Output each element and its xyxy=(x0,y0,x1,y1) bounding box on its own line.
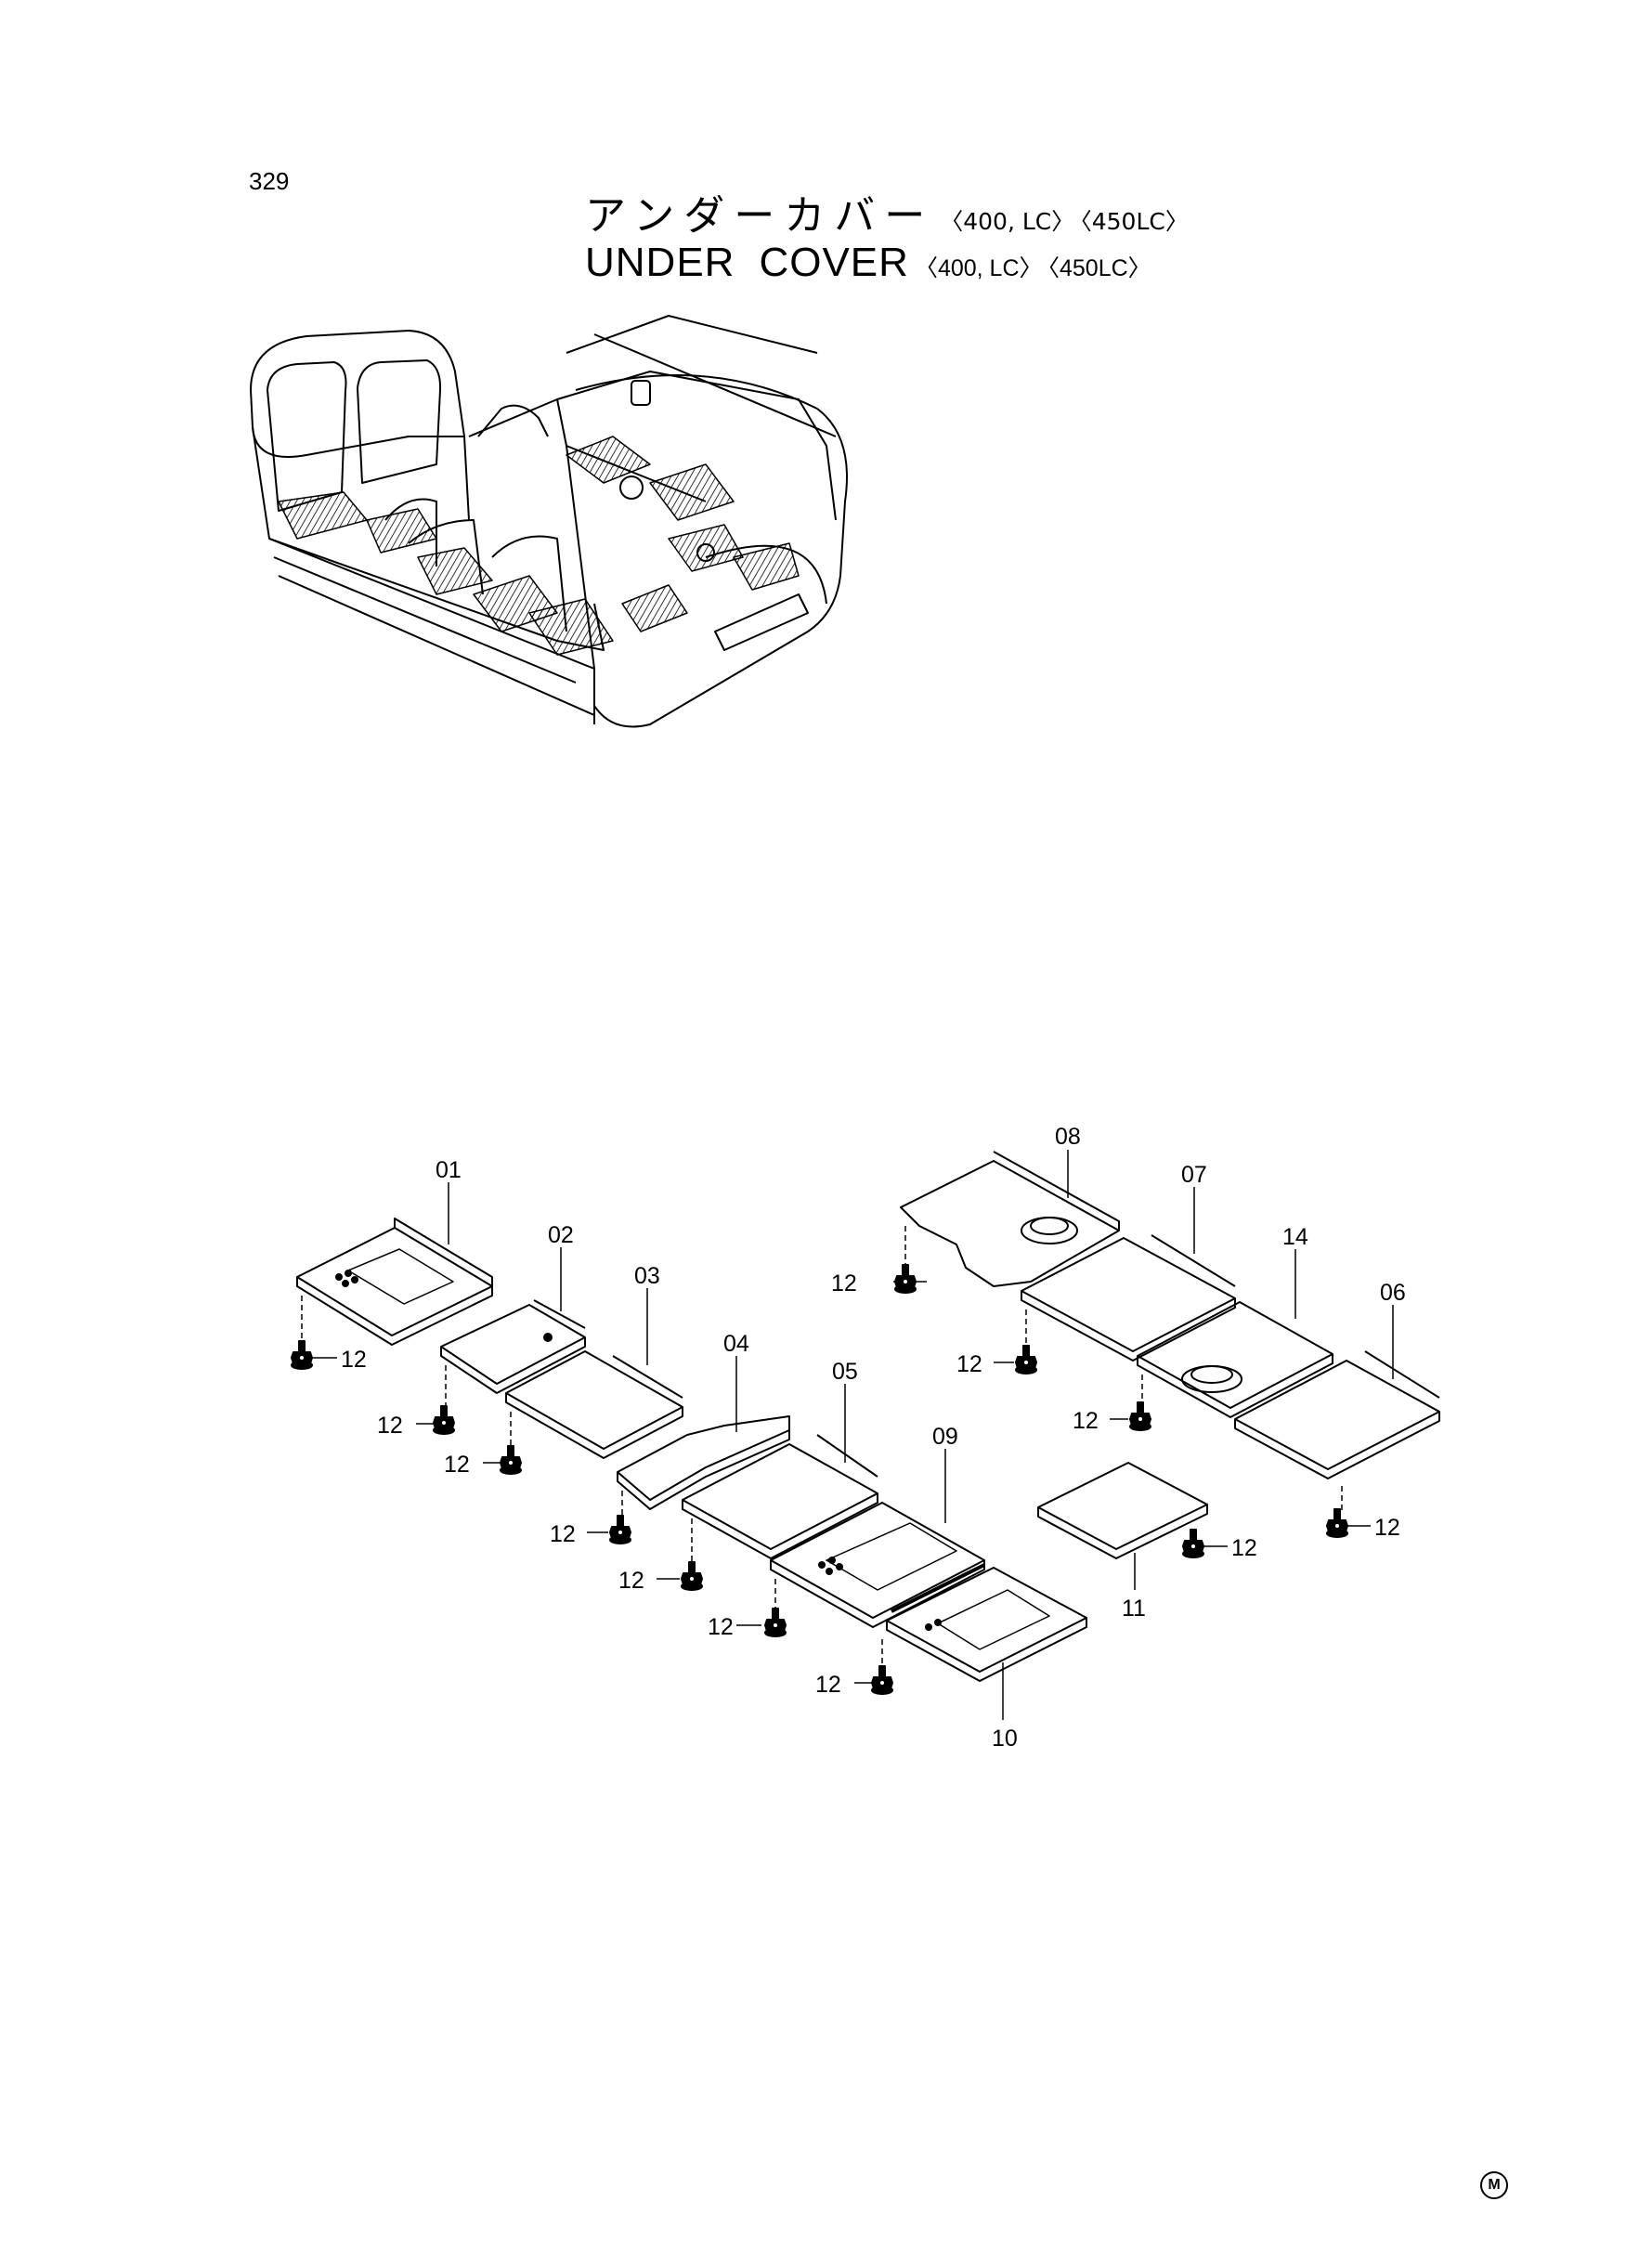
callout-12: 12 xyxy=(444,1452,470,1478)
plate-08 xyxy=(900,1151,1120,1287)
plate-02 xyxy=(440,1299,586,1394)
footer-mark: M xyxy=(1480,2171,1508,2199)
callout-05: 05 xyxy=(832,1359,858,1385)
callout-09: 09 xyxy=(932,1424,958,1450)
callout-12: 12 xyxy=(815,1672,841,1698)
callout-labels: 01 02 03 04 05 09 10 11 08 07 14 06 12 1… xyxy=(341,1124,1406,1752)
title-en-word-cover: COVER xyxy=(759,240,909,285)
excavator-overview xyxy=(250,315,848,728)
callout-01: 01 xyxy=(436,1157,462,1183)
plate-10 xyxy=(886,1567,1087,1682)
title-en-variant-400lc: 〈400, LC〉 xyxy=(914,255,1043,281)
callout-12: 12 xyxy=(708,1614,734,1640)
callout-12: 12 xyxy=(956,1351,982,1377)
callout-06: 06 xyxy=(1380,1280,1406,1306)
callout-08: 08 xyxy=(1055,1124,1081,1150)
callout-14: 14 xyxy=(1282,1224,1308,1250)
callout-12: 12 xyxy=(377,1413,403,1439)
callout-12: 12 xyxy=(1374,1515,1400,1541)
plate-05 xyxy=(682,1434,878,1559)
title-jp-main: アンダーカバー xyxy=(585,192,935,240)
callout-12: 12 xyxy=(831,1270,857,1296)
bolt-icon xyxy=(433,1405,455,1435)
callout-07: 07 xyxy=(1181,1162,1207,1188)
title-english: UNDER COVER〈400, LC〉〈450LC〉 xyxy=(585,240,1151,286)
callout-12: 12 xyxy=(618,1568,644,1594)
excavator-outline xyxy=(250,315,848,728)
plate-09 xyxy=(770,1502,985,1628)
plate-07 xyxy=(1021,1234,1236,1362)
bolt-icon xyxy=(871,1665,893,1695)
title-en-variant-450lc: 〈450LC〉 xyxy=(1047,255,1151,281)
bolt-icon xyxy=(764,1608,787,1637)
callout-11: 11 xyxy=(1122,1596,1146,1622)
bolt-icon xyxy=(681,1561,703,1591)
plate-14 xyxy=(1137,1301,1333,1418)
page-number: 329 xyxy=(249,167,290,195)
callout-12: 12 xyxy=(341,1347,367,1373)
callout-04: 04 xyxy=(723,1331,749,1357)
callout-03: 03 xyxy=(634,1263,660,1289)
bolt-icon xyxy=(1326,1508,1348,1538)
plate-03 xyxy=(505,1350,683,1459)
bolt-icon xyxy=(1015,1345,1037,1375)
exploded-parts xyxy=(291,1150,1440,1720)
callout-10: 10 xyxy=(992,1726,1018,1752)
callout-02: 02 xyxy=(548,1222,574,1248)
bolt-icon xyxy=(291,1340,313,1370)
callout-12: 12 xyxy=(550,1521,576,1547)
hatched-panels xyxy=(278,436,800,656)
bolt-icon xyxy=(1182,1529,1204,1558)
title-jp-variant-450lc: 〈450LC〉 xyxy=(1080,208,1189,235)
bolt-icon xyxy=(1129,1401,1151,1431)
bolt-icon xyxy=(609,1515,631,1544)
leader-lines xyxy=(301,1150,1394,1720)
plate-11 xyxy=(1037,1462,1208,1559)
callout-12: 12 xyxy=(1231,1535,1257,1561)
title-jp-variant-400lc: 〈400, LC〉 xyxy=(940,208,1075,235)
plate-01 xyxy=(296,1218,493,1346)
callout-12: 12 xyxy=(1073,1408,1099,1434)
plate-06 xyxy=(1234,1350,1440,1479)
title-japanese: アンダーカバー〈400, LC〉〈450LC〉 xyxy=(585,182,1189,241)
plate-04 xyxy=(617,1415,790,1510)
bolt-icon xyxy=(894,1264,917,1294)
title-en-word-under: UNDER xyxy=(585,240,735,285)
bolt-icon xyxy=(500,1445,522,1475)
